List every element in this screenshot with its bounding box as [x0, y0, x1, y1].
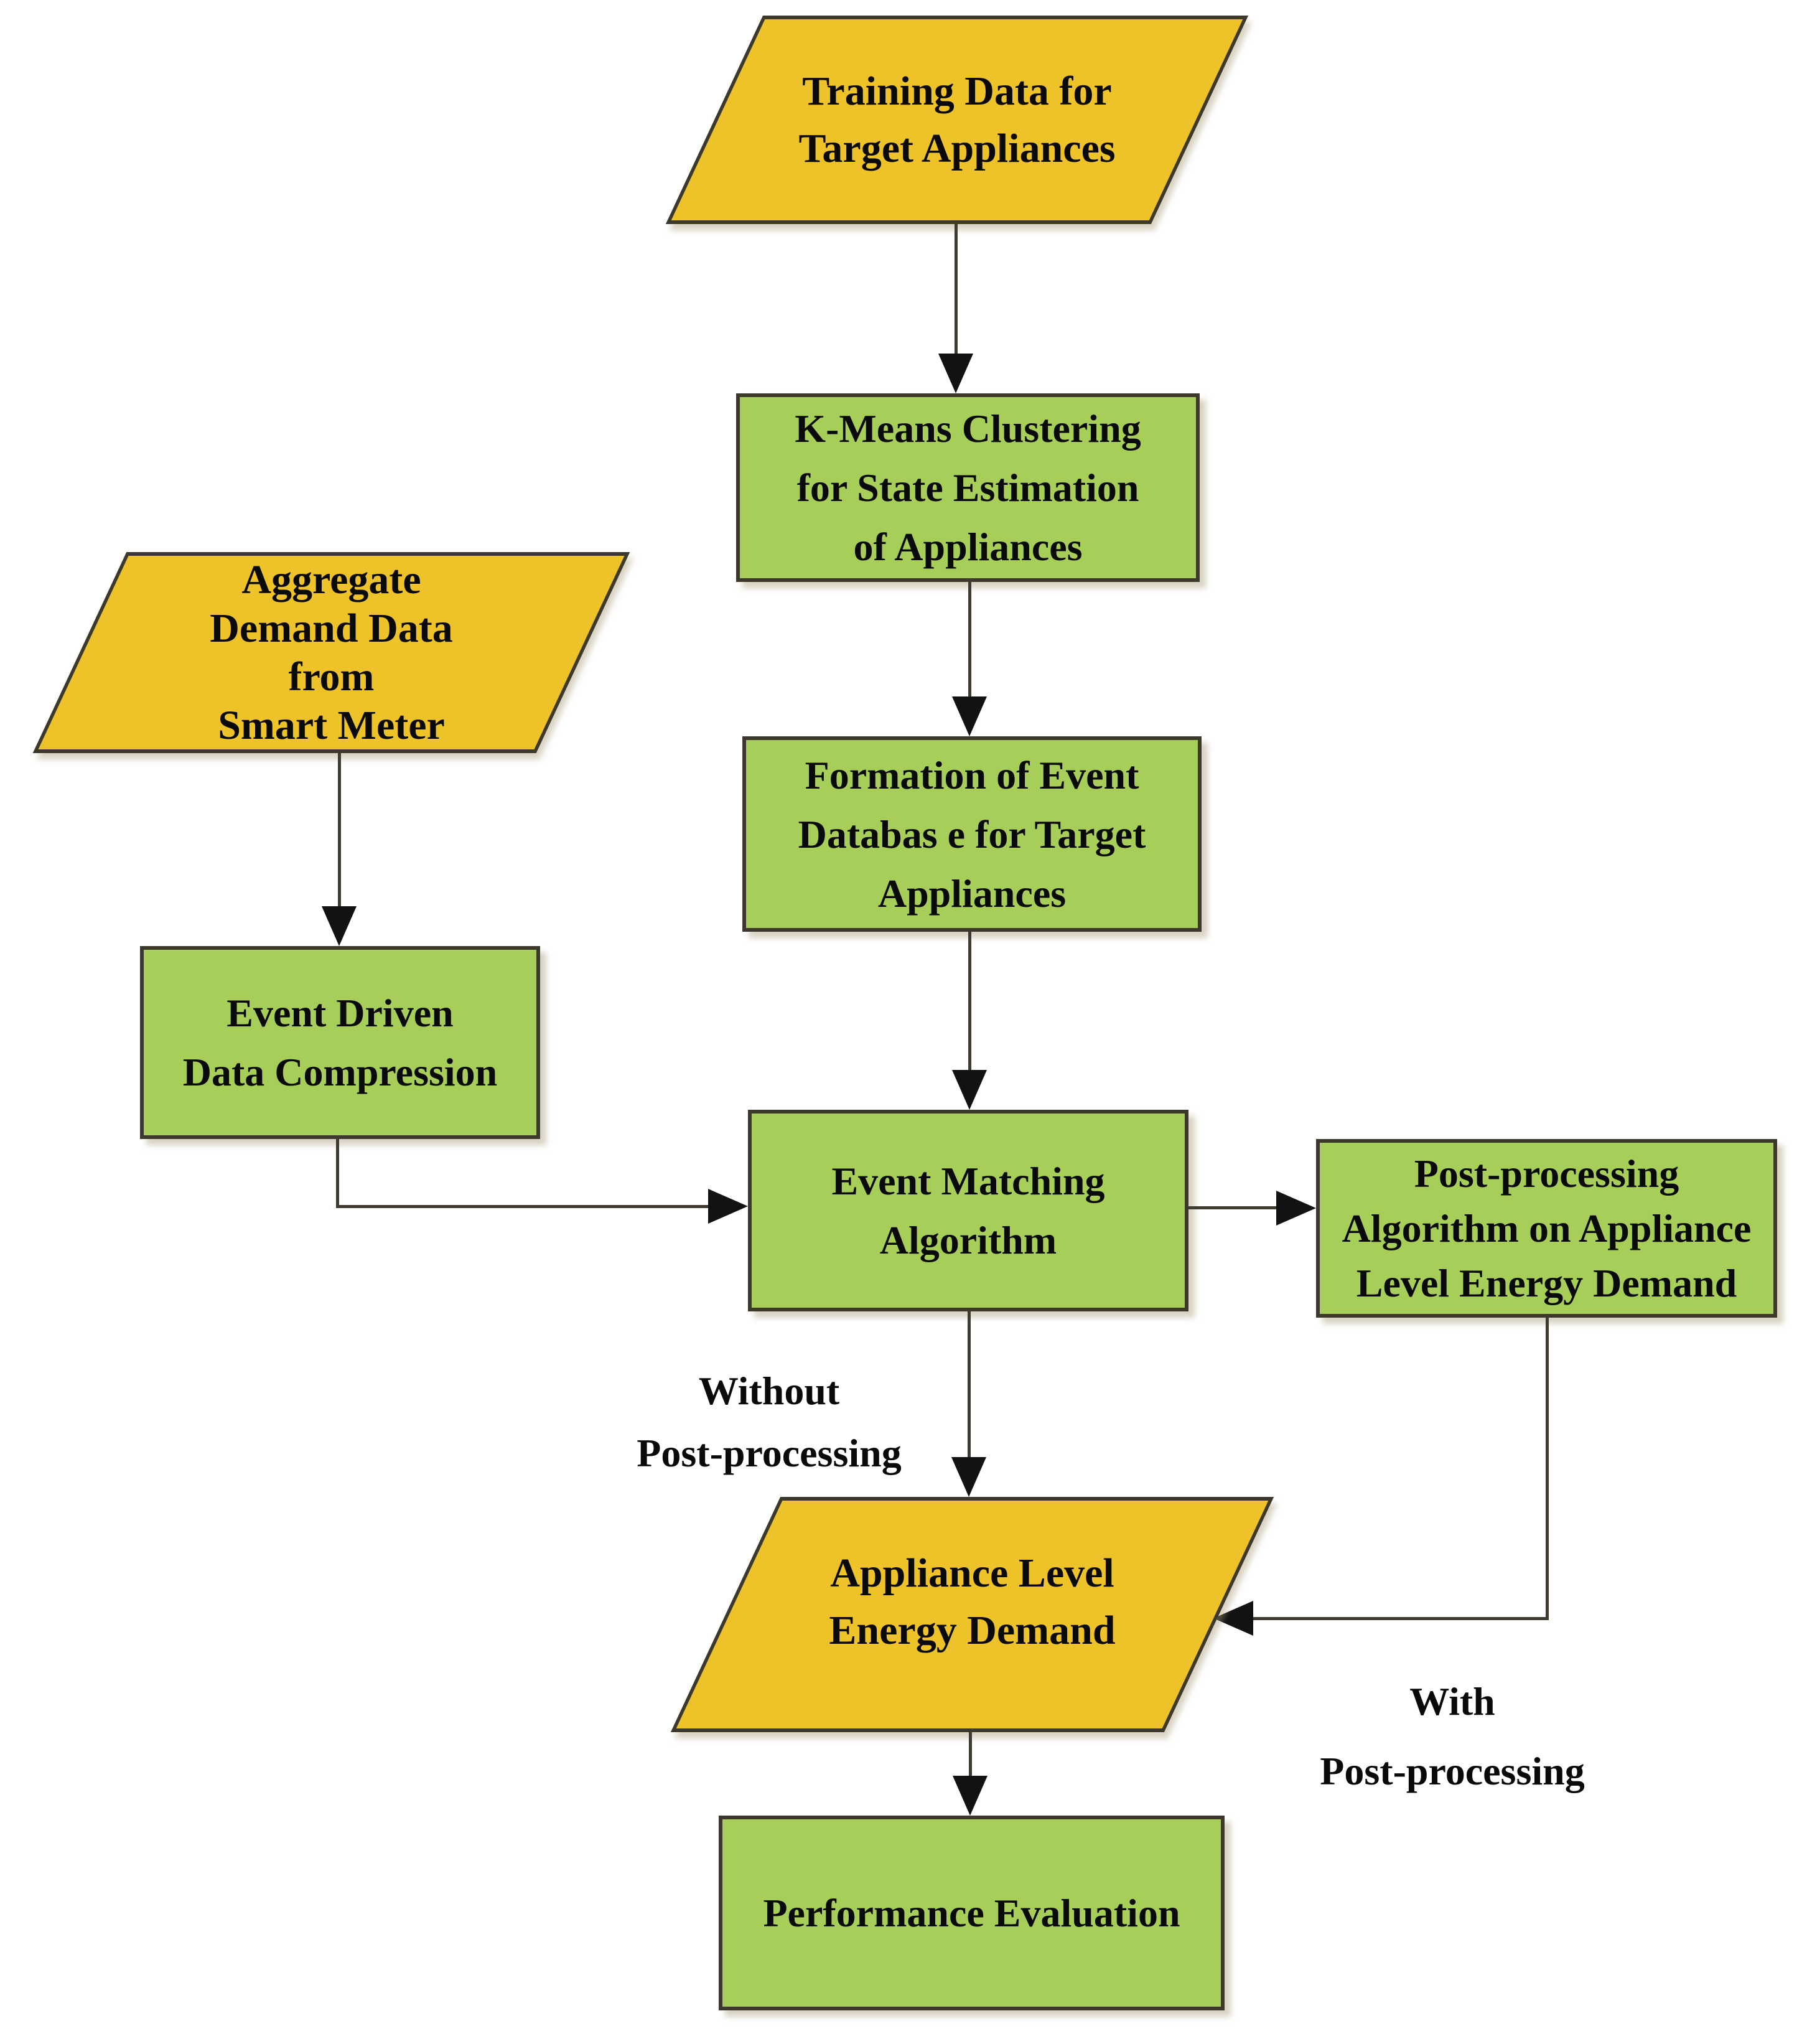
node-label: Formation of Event Databas e for Target …	[742, 746, 1202, 923]
node-label-line: Algorithm on Appliance	[1342, 1206, 1752, 1250]
node-label-line: Appliances	[877, 871, 1067, 916]
arrow-formation-to-matching-head	[952, 1070, 987, 1110]
rectangle-shape	[719, 1816, 1225, 2010]
node-label-line: of Appliances	[853, 525, 1083, 569]
node-label: Post-processing Algorithm on Appliance L…	[1316, 1146, 1777, 1311]
arrow-training-to-kmeans-line	[955, 223, 958, 355]
node-training-data: Training Data for Target Appliances	[665, 16, 1249, 224]
arrow-matching-to-post-head	[1276, 1191, 1316, 1226]
node-label: Performance Evaluation	[719, 1883, 1225, 1943]
arrow-kmeans-to-formation-head	[952, 696, 987, 736]
node-label-line: Performance Evaluation	[763, 1891, 1180, 1935]
rectangle-shape	[742, 736, 1202, 932]
edge-label-line: With	[1409, 1679, 1495, 1723]
arrow-appliance-to-performance-head	[953, 1776, 988, 1816]
arrow-matching-to-appliance-line	[968, 1311, 971, 1457]
node-label: K-Means Clustering for State Estimation …	[736, 399, 1200, 576]
node-label-line: from	[288, 654, 375, 700]
node-label-line: Appliance Level	[830, 1550, 1114, 1596]
arrow-compression-to-matching-head	[708, 1189, 748, 1224]
rectangle-shape	[748, 1110, 1188, 1311]
node-label-line: Databas e for Target	[798, 812, 1146, 856]
arrow-matching-to-appliance-head	[951, 1457, 986, 1497]
node-label-line: Target Appliances	[798, 125, 1116, 171]
node-label: Event Driven Data Compression	[140, 983, 540, 1102]
node-label: Event Matching Algorithm	[748, 1151, 1188, 1270]
node-label-line: Smart Meter	[218, 702, 445, 748]
arrow-kmeans-to-formation-line	[968, 582, 971, 698]
arrow-post-to-appliance-hline	[1252, 1617, 1549, 1620]
node-event-matching: Event Matching Algorithm	[748, 1110, 1188, 1311]
node-label-line: Post-processing	[1414, 1151, 1679, 1196]
edge-label-line: Post-processing	[637, 1431, 902, 1475]
node-label-line: K-Means Clustering	[795, 406, 1141, 451]
node-label-line: Data Compression	[182, 1050, 498, 1094]
rectangle-shape	[140, 946, 540, 1139]
node-appliance-energy-demand: Appliance Level Energy Demand	[670, 1497, 1274, 1732]
edge-label-line: Without	[698, 1369, 840, 1413]
rectangle-shape	[1316, 1139, 1777, 1318]
node-label-line: Algorithm	[879, 1218, 1057, 1262]
node-label: Appliance Level Energy Demand	[726, 1545, 1219, 1659]
node-label-line: Event Matching	[831, 1159, 1105, 1203]
node-event-driven-compression: Event Driven Data Compression	[140, 946, 540, 1139]
node-label-line: Formation of Event	[805, 752, 1139, 797]
node-label-line: Level Energy Demand	[1356, 1260, 1737, 1305]
arrow-matching-to-post-line	[1188, 1206, 1277, 1209]
arrow-compression-to-matching-vline	[336, 1139, 339, 1207]
node-label-line: Aggregate	[241, 556, 421, 602]
node-aggregate-demand: Aggregate Demand Data from Smart Meter	[32, 552, 630, 753]
node-label: Aggregate Demand Data from Smart Meter	[80, 556, 583, 750]
node-performance-evaluation: Performance Evaluation	[719, 1816, 1225, 2010]
node-label-line: for State Estimation	[796, 466, 1139, 510]
node-label-line: Training Data for	[802, 68, 1112, 114]
edge-label-line: Post-processing	[1320, 1749, 1585, 1793]
node-label-line: Event Driven	[226, 991, 454, 1035]
rectangle-shape	[736, 393, 1200, 582]
node-event-database: Formation of Event Databas e for Target …	[742, 736, 1202, 932]
arrow-post-to-appliance-vline	[1546, 1318, 1549, 1620]
node-kmeans-clustering: K-Means Clustering for State Estimation …	[736, 393, 1200, 582]
arrow-aggregate-to-compression-head	[322, 906, 357, 946]
node-label-line: Energy Demand	[829, 1608, 1116, 1653]
arrow-compression-to-matching-hline	[336, 1205, 709, 1208]
arrow-aggregate-to-compression-line	[338, 753, 341, 907]
node-post-processing: Post-processing Algorithm on Appliance L…	[1316, 1139, 1777, 1318]
node-label-line: Demand Data	[210, 605, 453, 651]
arrow-appliance-to-performance-line	[969, 1732, 972, 1778]
edge-label-with-post-processing: With Post-processing	[1235, 1667, 1670, 1806]
arrow-formation-to-matching-line	[968, 932, 971, 1071]
arrow-training-to-kmeans-head	[938, 354, 973, 393]
node-label: Training Data for Target Appliances	[714, 63, 1200, 177]
edge-label-without-post-processing: Without Post-processing	[520, 1360, 1018, 1484]
